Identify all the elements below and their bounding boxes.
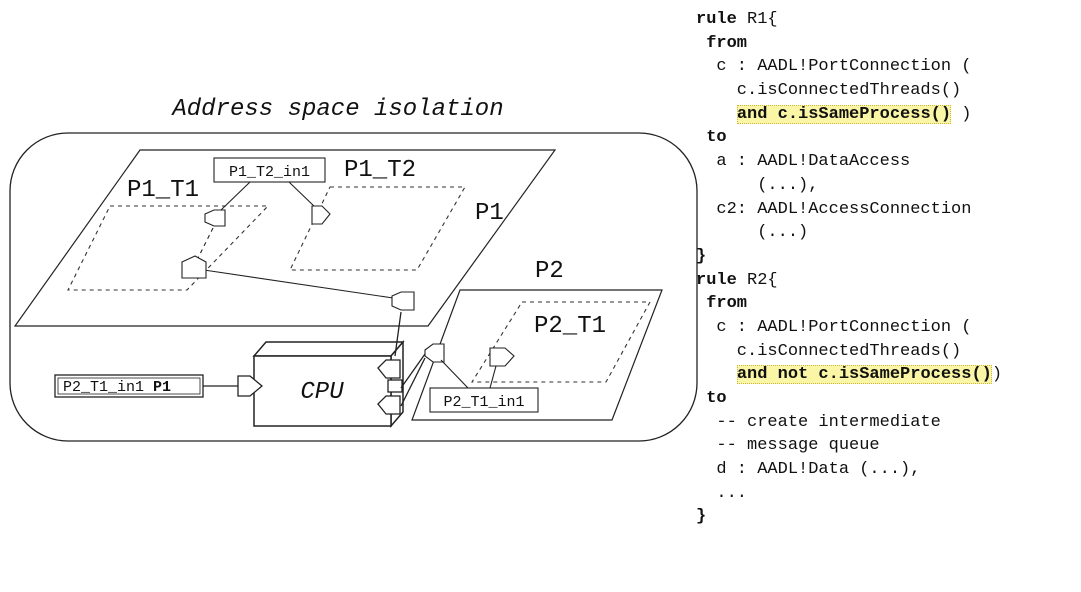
code-text: (...) (696, 223, 809, 243)
port-icon (181, 255, 207, 279)
address-space-diagram: Address space isolation P1 P1_T1 P1_T2 P… (9, 96, 698, 442)
code-text (696, 389, 706, 408)
process-p1 (13, 149, 557, 327)
connector (394, 311, 402, 357)
port-icon (204, 209, 226, 227)
code-text: -- message queue (696, 436, 880, 456)
thread-p1-t2 (289, 186, 466, 271)
code-line: (...), (696, 174, 1081, 198)
thread-p1-t1 (67, 205, 270, 291)
thread-p1-t2-label: P1_T2 (344, 157, 416, 184)
port-icon (237, 375, 264, 397)
connector (400, 353, 426, 389)
connector (288, 181, 317, 209)
code-text: d : AADL!Data (...), (696, 460, 921, 480)
port-icon (311, 205, 331, 225)
code-text: R1{ (736, 10, 778, 29)
external-input-label-bold: P1 (153, 379, 171, 396)
code-keyword: to (706, 128, 727, 148)
code-line: to (696, 126, 1081, 150)
code-text: c : AADL!PortConnection ( (696, 57, 972, 77)
port-icon (391, 291, 415, 311)
connector (220, 181, 251, 211)
code-text: R2{ (736, 270, 778, 290)
thread-p2-t1-label: P2_T1 (534, 313, 606, 340)
p2-t1-in1-box (429, 387, 539, 413)
code-line: c.isConnectedThreads() (696, 340, 1081, 364)
code-line: c2: AADL!AccessConnection (696, 198, 1081, 222)
code-text: ) (951, 104, 972, 124)
code-line: c : AADL!PortConnection ( (696, 316, 1081, 340)
port-icon (424, 343, 445, 363)
diagram-title: Address space isolation (170, 96, 503, 123)
thread-p1-t1-label: P1_T1 (127, 177, 199, 204)
code-text: a : AADL!DataAccess (696, 152, 911, 172)
port-icon (387, 379, 403, 393)
code-line: c.isConnectedThreads() (696, 79, 1081, 103)
code-text: (...), (696, 175, 819, 195)
p1-t2-in1-box (213, 157, 326, 183)
code-text (696, 34, 706, 53)
connector (440, 359, 469, 389)
code-text: c2: AADL!AccessConnection (696, 199, 972, 219)
external-input-label-text: P2_T1_in1 (63, 379, 153, 396)
port-icon (489, 347, 515, 367)
p2-t1-in1-label: P2_T1_in1 (443, 394, 524, 411)
address-space-boundary (9, 132, 698, 442)
connector (400, 357, 426, 407)
process-p2 (411, 289, 663, 421)
external-input-label: P2_T1_in1 P1 (63, 379, 171, 396)
code-line: to (696, 387, 1081, 411)
process-p1-label: P1 (475, 200, 504, 227)
connector (203, 269, 394, 299)
thread-p2-t1 (471, 301, 651, 383)
code-text (696, 128, 706, 147)
code-line: ... (696, 482, 1081, 506)
code-text (696, 365, 737, 384)
connector (489, 365, 497, 389)
code-keyword: to (706, 389, 727, 408)
code-line: and not c.isSameProcess()) (696, 363, 1081, 387)
code-line: } (696, 505, 1081, 529)
code-line: d : AADL!Data (...), (696, 458, 1081, 482)
code-line: from (696, 32, 1081, 56)
code-line: c : AADL!PortConnection ( (696, 55, 1081, 79)
cpu-label: CPU (300, 379, 344, 406)
code-text: c.isConnectedThreads() (696, 341, 962, 361)
code-line: and c.isSameProcess() ) (696, 103, 1081, 127)
p1-t2-in1-label: P1_T2_in1 (229, 164, 310, 181)
code-line: rule R1{ (696, 8, 1081, 32)
code-keyword: from (706, 33, 748, 53)
code-line: -- message queue (696, 434, 1081, 458)
code-line: a : AADL!DataAccess (696, 150, 1081, 174)
code-keyword: } (696, 507, 707, 527)
transformation-rules-code: rule R1{ from c : AADL!PortConnection ( … (696, 8, 1081, 529)
code-line: -- create intermediate (696, 411, 1081, 435)
process-p2-label: P2 (535, 258, 564, 285)
code-keyword: from (706, 294, 748, 314)
connector (196, 227, 214, 261)
code-text: -- create intermediate (696, 412, 941, 432)
highlighted-condition: and not c.isSameProcess() (736, 365, 992, 385)
code-text (696, 105, 737, 124)
code-keyword: } (696, 246, 707, 266)
code-text: ... (696, 483, 748, 503)
code-line: (...) (696, 221, 1081, 245)
code-text: c : AADL!PortConnection ( (696, 317, 972, 337)
code-text (696, 294, 706, 313)
code-text: c.isConnectedThreads() (696, 81, 962, 101)
port-icon (377, 359, 401, 379)
code-line: from (696, 292, 1081, 316)
highlighted-condition: and c.isSameProcess() (736, 104, 952, 124)
code-keyword: rule (696, 270, 737, 290)
port-icon (377, 395, 401, 415)
code-line: rule R2{ (696, 269, 1081, 293)
code-keyword: rule (696, 10, 737, 29)
code-line: } (696, 245, 1081, 269)
code-text: ) (991, 365, 1003, 385)
